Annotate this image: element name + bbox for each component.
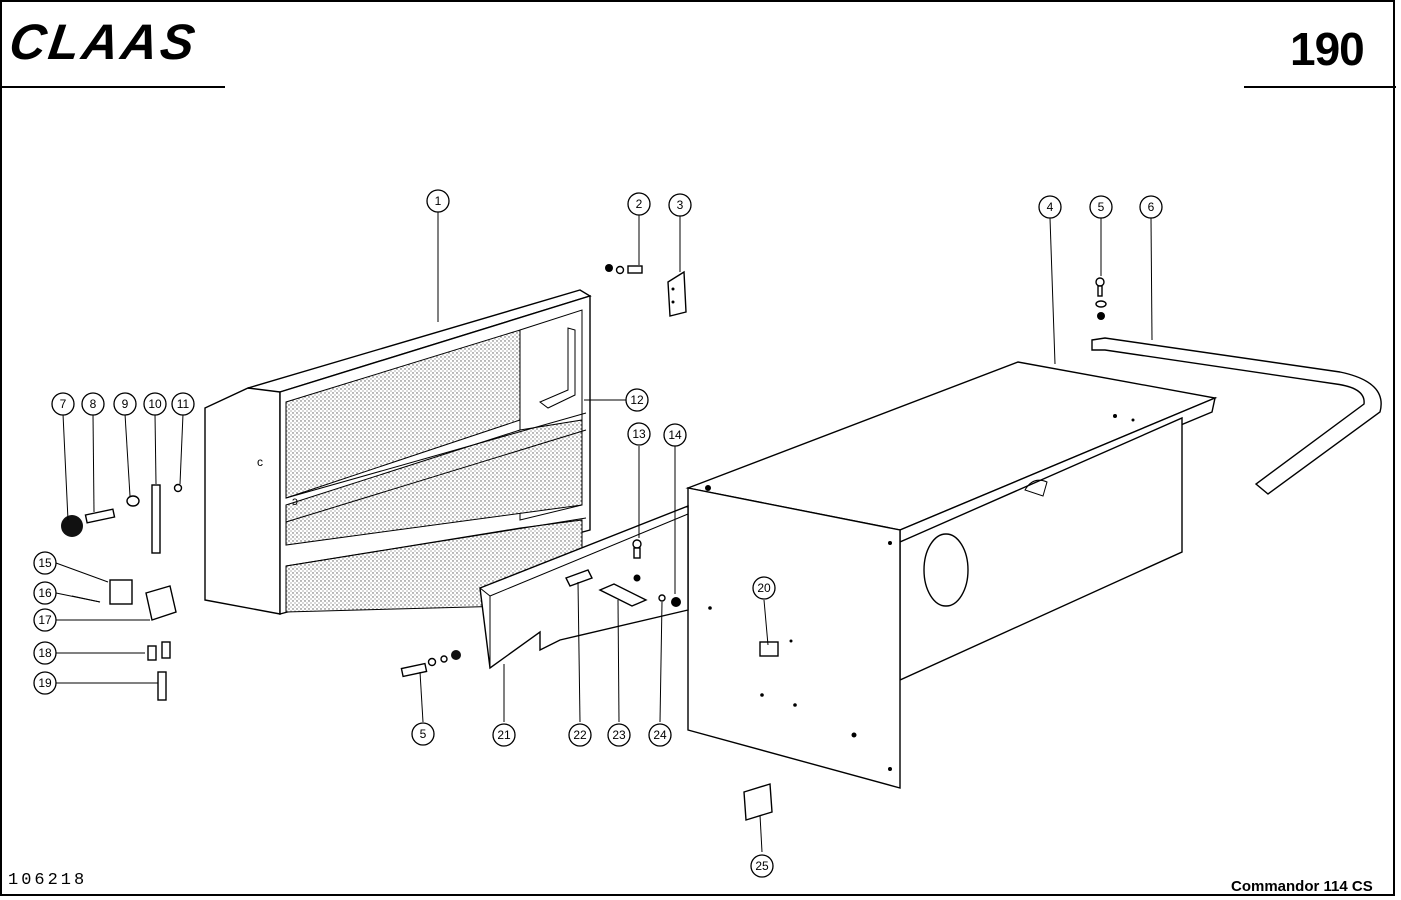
callout-20: 20: [752, 576, 776, 600]
callout-2: 2: [627, 192, 651, 216]
svg-text:20: 20: [757, 581, 771, 595]
svg-text:3: 3: [677, 198, 684, 212]
callout-21: 21: [492, 723, 516, 747]
shelf-box-part: c ɔ: [204, 289, 592, 615]
callout-6: 6: [1139, 195, 1163, 219]
svg-text:14: 14: [668, 428, 682, 442]
svg-text:8: 8: [90, 397, 97, 411]
svg-text:c: c: [257, 455, 263, 469]
callout-11: 11: [171, 392, 195, 416]
callout-5-top: 5: [1089, 195, 1113, 219]
svg-text:21: 21: [497, 728, 511, 742]
page-number: 190: [1290, 23, 1365, 75]
brand-underline: [0, 86, 225, 88]
callout-14: 14: [663, 423, 687, 447]
svg-text:19: 19: [38, 676, 52, 690]
callout-8: 8: [81, 392, 105, 416]
callout-4: 4: [1038, 195, 1062, 219]
svg-text:23: 23: [612, 728, 626, 742]
svg-text:ɔ: ɔ: [292, 494, 298, 508]
svg-text:13: 13: [632, 427, 646, 441]
housing-part: [685, 361, 1218, 789]
svg-text:4: 4: [1047, 200, 1054, 214]
svg-text:22: 22: [573, 728, 587, 742]
callout-16: 16: [33, 581, 57, 605]
callout-17: 17: [33, 608, 57, 632]
svg-text:2: 2: [636, 197, 643, 211]
machine-model: Commandor 114 CS: [1231, 878, 1373, 895]
page-number-underline: [1244, 86, 1396, 88]
svg-text:24: 24: [653, 728, 667, 742]
callout-12: 12: [625, 388, 649, 412]
callout-22: 22: [568, 723, 592, 747]
svg-text:5: 5: [420, 727, 427, 741]
hardware-parts: [61, 264, 1107, 821]
svg-text:11: 11: [177, 397, 190, 411]
callout-1: 1: [426, 189, 450, 213]
callout-23: 23: [607, 723, 631, 747]
callout-9: 9: [113, 392, 137, 416]
svg-text:9: 9: [122, 397, 129, 411]
svg-text:25: 25: [755, 859, 769, 873]
svg-text:17: 17: [38, 613, 52, 627]
callout-18: 18: [33, 641, 57, 665]
curved-bar-part: [1091, 337, 1382, 495]
callout-3: 3: [668, 193, 692, 217]
svg-text:1: 1: [435, 194, 442, 208]
document-number: 106218: [8, 871, 88, 890]
callout-13: 13: [627, 422, 651, 446]
callout-15: 15: [33, 551, 57, 575]
svg-text:7: 7: [60, 397, 67, 411]
callout-19: 19: [33, 671, 57, 695]
bracket-part: [667, 270, 687, 317]
svg-text:12: 12: [630, 393, 644, 407]
callout-25: 25: [750, 854, 774, 878]
svg-text:5: 5: [1098, 200, 1105, 214]
svg-text:16: 16: [38, 586, 52, 600]
leader-lines: [55, 212, 1153, 853]
svg-text:10: 10: [148, 397, 162, 411]
svg-text:6: 6: [1148, 200, 1155, 214]
callout-24: 24: [648, 723, 672, 747]
callout-10: 10: [143, 392, 167, 416]
svg-text:18: 18: [38, 646, 52, 660]
callout-7: 7: [51, 392, 75, 416]
callout-5-bottom: 5: [411, 722, 435, 746]
svg-text:15: 15: [38, 556, 52, 570]
